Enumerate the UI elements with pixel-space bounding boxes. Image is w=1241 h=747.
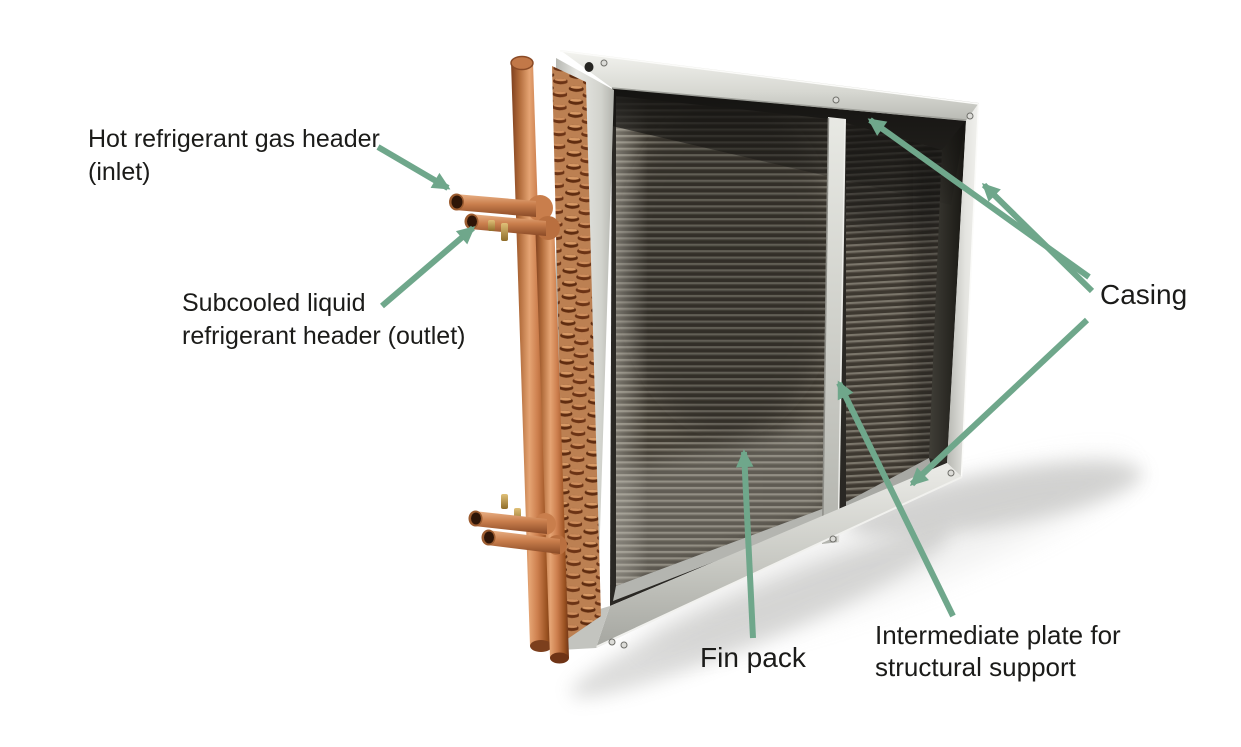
bottom-stub-pipes	[468, 494, 567, 555]
fin-pack-left	[616, 96, 830, 586]
label-line: Intermediate plate for	[875, 620, 1121, 650]
ground-shadow	[571, 457, 1143, 698]
schrader-valve	[501, 494, 508, 509]
label-fin-pack: Fin pack	[700, 642, 806, 674]
inner-top-shadow	[612, 88, 966, 205]
label-hot-gas-header: Hot refrigerant gas header (inlet)	[88, 123, 380, 189]
hairpin-tube-bends	[552, 66, 601, 640]
label-intermediate-plate: Intermediate plate for structural suppor…	[875, 619, 1121, 683]
inner-bottom-shelf-left	[613, 506, 830, 601]
label-line: Hot refrigerant gas header	[88, 125, 380, 153]
bottom-stub-lower	[487, 530, 560, 554]
label-line: Casing	[1100, 279, 1188, 310]
label-line: Fin pack	[700, 642, 806, 673]
arrow-casing-right	[981, 182, 1095, 294]
top-stub-pipes	[449, 193, 560, 241]
right-frame	[947, 103, 979, 477]
lifting-hole	[584, 62, 594, 72]
coil-core	[610, 88, 966, 606]
inner-right-wall	[929, 120, 966, 463]
valve-fitting	[501, 223, 508, 241]
label-line: structural support	[875, 652, 1076, 682]
hot-gas-inlet-stub	[455, 194, 536, 217]
label-subcooled-header: Subcooled liquid refrigerant header (out…	[182, 287, 465, 353]
arrow-hot-gas-header	[376, 144, 451, 191]
bottom-stub-upper	[474, 511, 547, 534]
label-line: refrigerant header (outlet)	[182, 322, 466, 350]
top-rail	[560, 50, 979, 121]
label-line: Subcooled liquid	[182, 289, 366, 317]
arrow-casing-bottom	[909, 317, 1090, 487]
valve-fitting	[488, 220, 495, 231]
arrow-subcooled-header	[380, 225, 476, 309]
arrow-fin-pack	[736, 449, 756, 639]
arrow-intermediate-plate	[836, 380, 956, 618]
annotation-arrows	[376, 117, 1095, 639]
label-casing: Casing	[1100, 279, 1187, 311]
bottom-rail	[596, 463, 962, 648]
label-line: (inlet)	[88, 158, 151, 186]
screws	[600, 59, 974, 649]
